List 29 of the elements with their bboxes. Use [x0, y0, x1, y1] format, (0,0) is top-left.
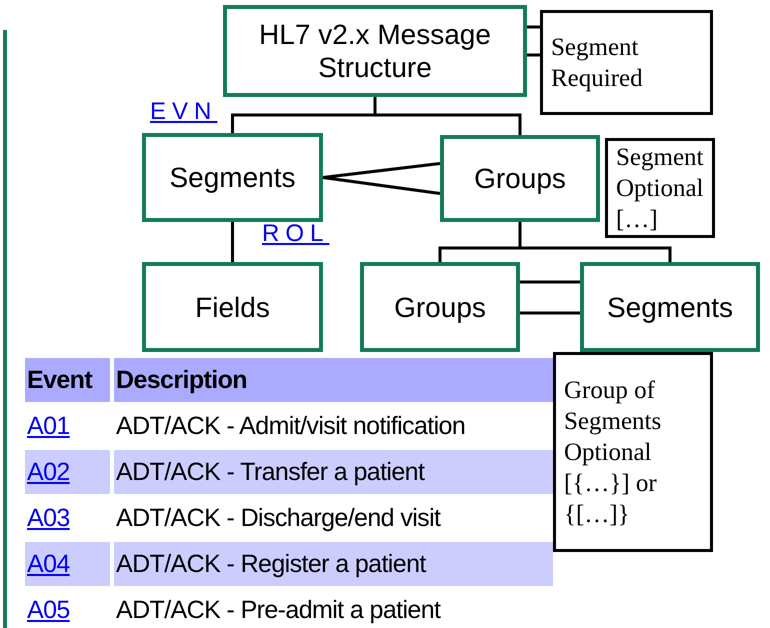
structure-box: Groups	[360, 262, 520, 352]
segment-code-link: EVN	[150, 98, 218, 126]
table-cell-text: ADT/ACK - Transfer a patient	[116, 458, 424, 486]
connector-line	[526, 26, 542, 56]
table-cell-text: ADT/ACK - Register a patient	[116, 550, 426, 578]
note-box: Group of Segments Optional [{…}] or {[…]}	[553, 352, 713, 552]
connector-line	[518, 280, 582, 314]
column-header: Event	[27, 366, 92, 394]
table-cell-text: ADT/ACK - Pre-admit a patient	[116, 596, 440, 624]
structure-box: Fields	[142, 262, 323, 352]
segment-code-link: ROL	[262, 220, 330, 248]
table-cell-text: ADT/ACK - Admit/visit notification	[116, 412, 466, 440]
structure-box: Groups	[440, 135, 600, 222]
event-code-link: A01	[27, 412, 70, 440]
table-cell-text: ADT/ACK - Discharge/end visit	[116, 504, 440, 532]
structure-box: Segments	[580, 262, 760, 352]
event-code-link: A03	[27, 504, 70, 532]
connector-line	[374, 97, 522, 135]
event-code-link: A04	[27, 550, 70, 578]
connector-line	[231, 222, 234, 262]
connector-line	[518, 222, 672, 262]
column-header: Description	[116, 366, 247, 394]
connector-line	[322, 162, 442, 195]
note-box: Segment Optional […]	[605, 138, 715, 238]
structure-box: HL7 v2.x Message Structure	[223, 5, 527, 97]
event-code-link: A02	[27, 458, 70, 486]
structure-box: Segments	[142, 133, 323, 222]
event-code-link: A05	[27, 596, 70, 624]
note-box: Segment Required	[540, 10, 713, 115]
